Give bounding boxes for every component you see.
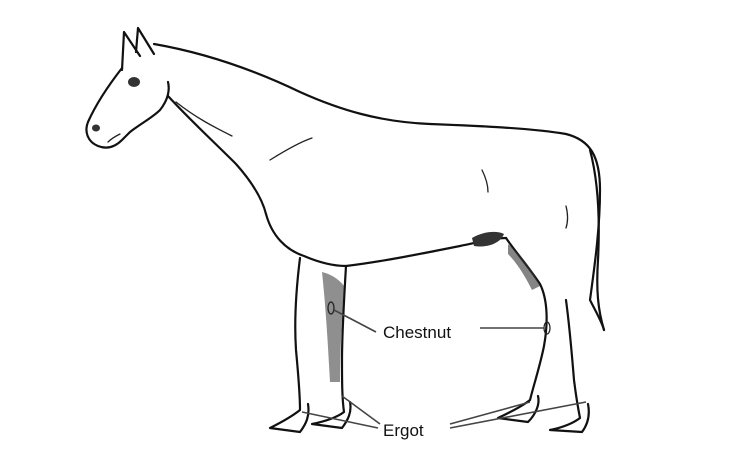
horse-drawing (86, 28, 604, 432)
chestnut-label: Chestnut (383, 323, 451, 342)
ergot-label: Ergot (383, 421, 424, 440)
